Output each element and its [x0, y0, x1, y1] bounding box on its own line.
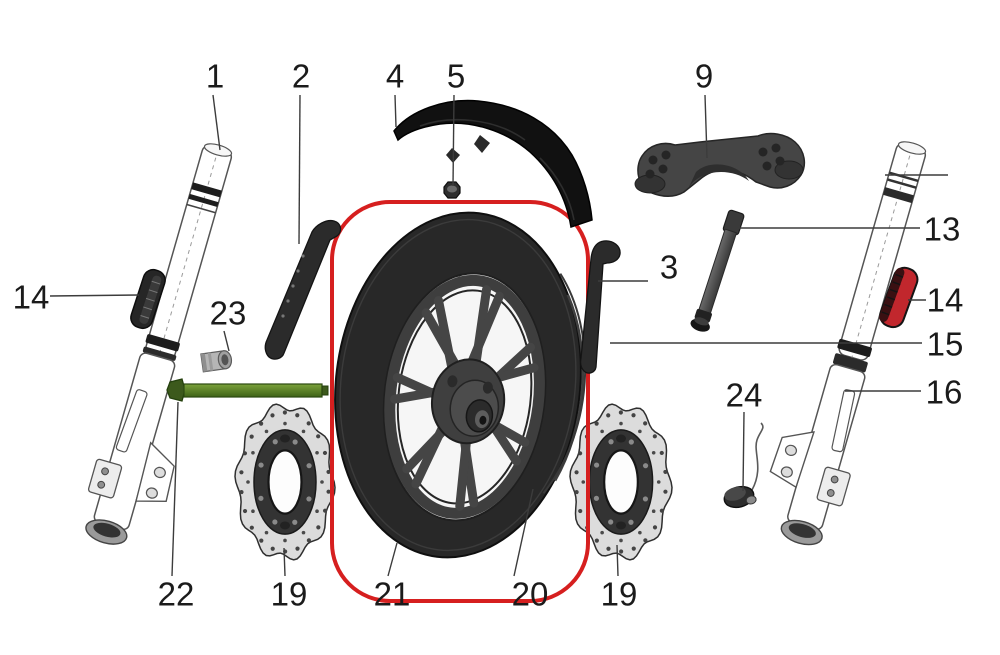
part-label-20-16: 20: [512, 576, 549, 613]
part-label-15-10: 15: [927, 326, 964, 363]
lower-triple-clamp: [634, 132, 806, 197]
axle-pinch-rod: [690, 209, 745, 332]
rubber-plug: [723, 485, 757, 509]
reflector-left: [130, 268, 166, 330]
part-label-4-2: 4: [386, 58, 404, 95]
part-label-3-8: 3: [660, 249, 678, 286]
mudguard-nut: [443, 181, 461, 199]
part-label-19-17: 19: [601, 576, 638, 613]
leader-line-9-4: [704, 94, 708, 159]
axle-clamp-left: [87, 458, 123, 499]
part-label-1-0: 1: [206, 58, 224, 95]
leader-line-22-13: [171, 401, 179, 577]
leader-line-4-2: [394, 94, 397, 128]
leader-line-20-16: [513, 488, 534, 577]
reflector-right-red: [879, 266, 919, 329]
leader-line-24-12: [742, 411, 745, 492]
fender-brace-left: [264, 219, 342, 360]
leader-line-23-7: [223, 330, 230, 352]
brake-disc-right: [569, 403, 673, 561]
highlight-outline: [330, 200, 590, 603]
leader-line-19-17: [616, 544, 619, 577]
leader-line-2-1: [298, 94, 301, 245]
part-label-9-4: 9: [695, 58, 713, 95]
rim-ring: [384, 274, 545, 519]
fork-band: [191, 182, 222, 198]
plug-wire: [751, 422, 764, 491]
part-label-14-6: 14: [13, 279, 50, 316]
part-label-2-1: 2: [292, 58, 310, 95]
part-label-16-11: 16: [926, 374, 963, 411]
front-fork-leg-right: [769, 141, 927, 546]
leader-line-21-15: [387, 542, 398, 577]
part-label-5-3: 5: [447, 58, 465, 95]
front-fork-leg-left: [85, 143, 233, 545]
fender-brace-right: [579, 240, 621, 374]
leader-line-1-0: [212, 94, 221, 151]
leader-line-5-3: [452, 94, 455, 187]
leader-line-19-14: [283, 547, 286, 577]
part-label-13-5: 13: [924, 211, 961, 248]
wheel-spacer: [200, 350, 233, 373]
fork-dust-seal-left: [145, 334, 180, 352]
part-label-19-14: 19: [271, 576, 308, 613]
part-label-14-9: 14: [927, 282, 964, 319]
part-label-23-7: 23: [210, 295, 247, 332]
part-label-21-15: 21: [374, 576, 411, 613]
part-label-22-13: 22: [158, 576, 195, 613]
part-label-24-12: 24: [726, 377, 763, 414]
front-axle-green: [166, 378, 329, 402]
fork-top-cap-right: [897, 141, 927, 155]
axle-clamp-right: [816, 466, 851, 507]
leader-line-14-6: [49, 294, 140, 297]
brake-disc-left: [234, 403, 336, 561]
front-wheel: [334, 211, 587, 559]
